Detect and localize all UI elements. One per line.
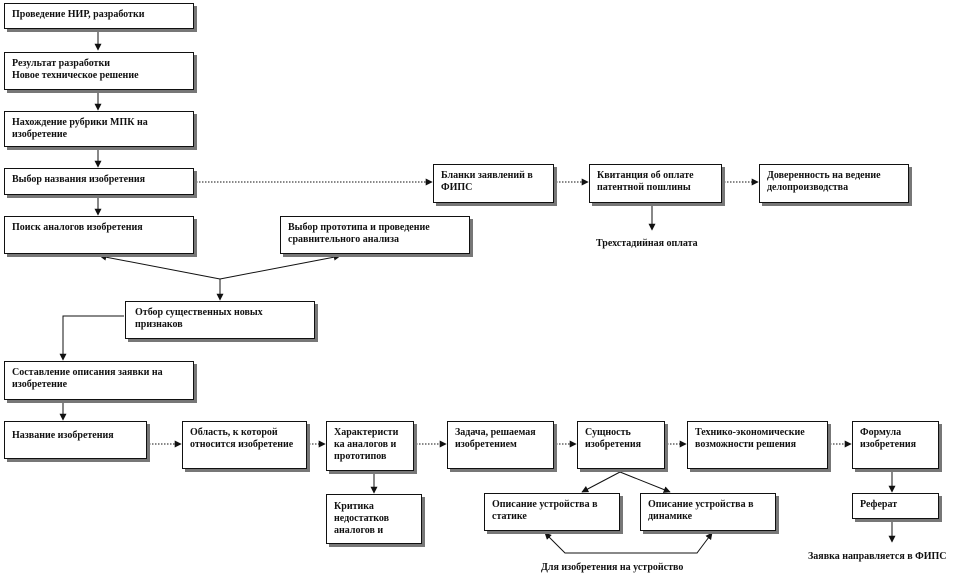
box-prototype-choice: Выбор прототипа и проведение сравнительн… [280, 216, 470, 254]
box-essence: Сущность изобретения [577, 421, 665, 469]
box-abstract: Реферат [852, 493, 939, 519]
box-power-of-attorney: Доверенность на ведение делопроизводства [759, 164, 909, 203]
box-analog-characteristics: Характеристи ка аналогов и прототипов [326, 421, 414, 471]
box-invention-name-choice: Выбор названия изобретения [4, 168, 194, 195]
arrow-b7-b8 [59, 315, 124, 361]
label-sent-to-fips: Заявка направляется в ФИПС [808, 551, 947, 562]
box-feature-selection: Отбор существенных новых признаков [125, 301, 315, 339]
box-application-forms: Бланки заявлений в ФИПС [433, 164, 554, 203]
box-research: Проведение НИР, разработки [4, 3, 194, 29]
box-invention-title: Название изобретения [4, 421, 147, 459]
arrow-junction-b6 [219, 253, 341, 280]
arrow-junction-b5 [99, 253, 221, 280]
box-static-description: Описание устройства в статике [484, 493, 620, 531]
box-economic-possibilities: Технико-экономические возможности решени… [687, 421, 828, 469]
box-ipc-rubric: Нахождение рубрики МПК на изобретение [4, 111, 194, 147]
label-three-stage-payment: Трехстадийная оплата [596, 238, 698, 249]
arrow-b15-b16-bracket [544, 532, 713, 554]
label-for-device-invention: Для изобретения на устройство [541, 562, 684, 573]
box-task: Задача, решаемая изобретением [447, 421, 554, 469]
box-field: Область, к которой относится изобретение [182, 421, 307, 469]
box-analog-search: Поиск аналогов изобретения [4, 216, 194, 254]
arrow-b14-b16 [619, 471, 671, 493]
box-application-description: Составление описания заявки на изобретен… [4, 361, 194, 400]
box-fee-receipt: Квитанция об оплате патентной пошлины [589, 164, 722, 203]
arrow-b14-b15 [581, 471, 621, 493]
box-dynamic-description: Описание устройства в динамике [640, 493, 776, 531]
box-result: Результат разработки Новое техническое р… [4, 52, 194, 90]
box-claims: Формула изобретения [852, 421, 939, 469]
box-analog-criticism: Критика недостатков аналогов и [326, 494, 422, 544]
